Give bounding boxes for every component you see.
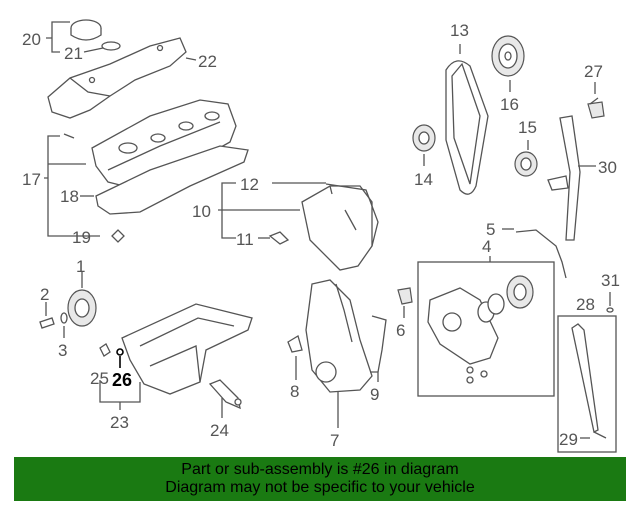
callout-16: 16 (500, 95, 519, 114)
drain-plug[interactable] (99, 343, 111, 357)
callout-9: 9 (370, 385, 379, 404)
head-cover-bolt[interactable] (111, 229, 125, 243)
callout-22: 22 (198, 52, 217, 71)
callout-10: 10 (192, 202, 211, 221)
callout-7: 7 (330, 431, 339, 450)
leader-23 (99, 380, 141, 410)
leader-17-19 (44, 135, 100, 237)
leader-21 (83, 47, 104, 53)
callout-30: 30 (598, 158, 617, 177)
leader-22 (185, 57, 197, 61)
timing-belt[interactable] (445, 60, 489, 195)
callout-31: 31 (601, 271, 620, 290)
oil-strainer[interactable] (208, 379, 242, 410)
callout-15: 15 (518, 118, 537, 137)
callout-20: 20 (22, 30, 41, 49)
callout-18: 18 (60, 187, 79, 206)
timing-cover-upper[interactable] (301, 183, 379, 271)
callout-5: 5 (486, 220, 495, 239)
callout-23: 23 (110, 413, 129, 432)
oil-filler-cap[interactable] (70, 19, 121, 51)
callout-13: 13 (450, 21, 469, 40)
head-cover-gasket[interactable] (95, 145, 249, 215)
callout-17: 17 (22, 170, 41, 189)
drain-plug-gasket-26[interactable] (116, 348, 124, 356)
timing-cover-bolt[interactable] (268, 231, 290, 245)
callout-11: 11 (236, 230, 254, 249)
info-banner: Part or sub-assembly is #26 in diagram D… (14, 457, 626, 501)
oil-level-gauge-tube[interactable] (547, 115, 581, 241)
callout-26: 26 (112, 370, 132, 390)
oil-dipstick[interactable] (571, 323, 607, 439)
callout-25: 25 (90, 369, 109, 388)
leader-20-21 (46, 21, 70, 53)
oil-pump-body[interactable] (427, 275, 534, 384)
oil-pump-gasket[interactable] (515, 229, 567, 279)
callout-12: 12 (240, 175, 259, 194)
callout-19: 19 (72, 228, 91, 247)
callout-6: 6 (396, 321, 405, 340)
cylinder-head-cover[interactable] (91, 99, 237, 191)
callout-3: 3 (58, 341, 67, 360)
timing-belt-tensioner[interactable] (412, 124, 436, 152)
callout-28: 28 (576, 295, 595, 314)
callout-21: 21 (64, 44, 83, 63)
callout-8: 8 (290, 382, 299, 401)
callout-1: 1 (76, 257, 85, 276)
callout-14: 14 (414, 170, 433, 189)
dipstick-o-ring[interactable] (606, 307, 614, 313)
leader-9 (370, 371, 379, 382)
crank-pulley-washer[interactable] (60, 312, 68, 324)
callout-2: 2 (40, 285, 49, 304)
callout-4: 4 (482, 237, 491, 256)
leader-10 (218, 182, 300, 239)
pcv-valve[interactable] (63, 133, 75, 139)
timing-cover-seal[interactable] (287, 335, 303, 353)
banner-line-1: Part or sub-assembly is #26 in diagram (181, 461, 459, 478)
callout-29: 29 (559, 430, 578, 449)
callout-24: 24 (210, 421, 229, 440)
callout-27: 27 (584, 62, 603, 81)
timing-cover-gasket[interactable] (371, 315, 387, 373)
camshaft-sprocket[interactable] (491, 35, 525, 77)
sensor-27[interactable] (587, 97, 605, 119)
oil-pan[interactable] (121, 303, 253, 395)
crankshaft-pulley[interactable] (67, 289, 97, 327)
banner-line-2: Diagram may not be specific to your vehi… (165, 479, 475, 496)
oil-pressure-switch[interactable] (397, 287, 413, 305)
timing-cover-lower[interactable] (305, 279, 373, 393)
crank-pulley-bolt[interactable] (39, 317, 55, 329)
engine-cover[interactable] (47, 37, 187, 119)
idler-pulley[interactable] (514, 151, 538, 177)
